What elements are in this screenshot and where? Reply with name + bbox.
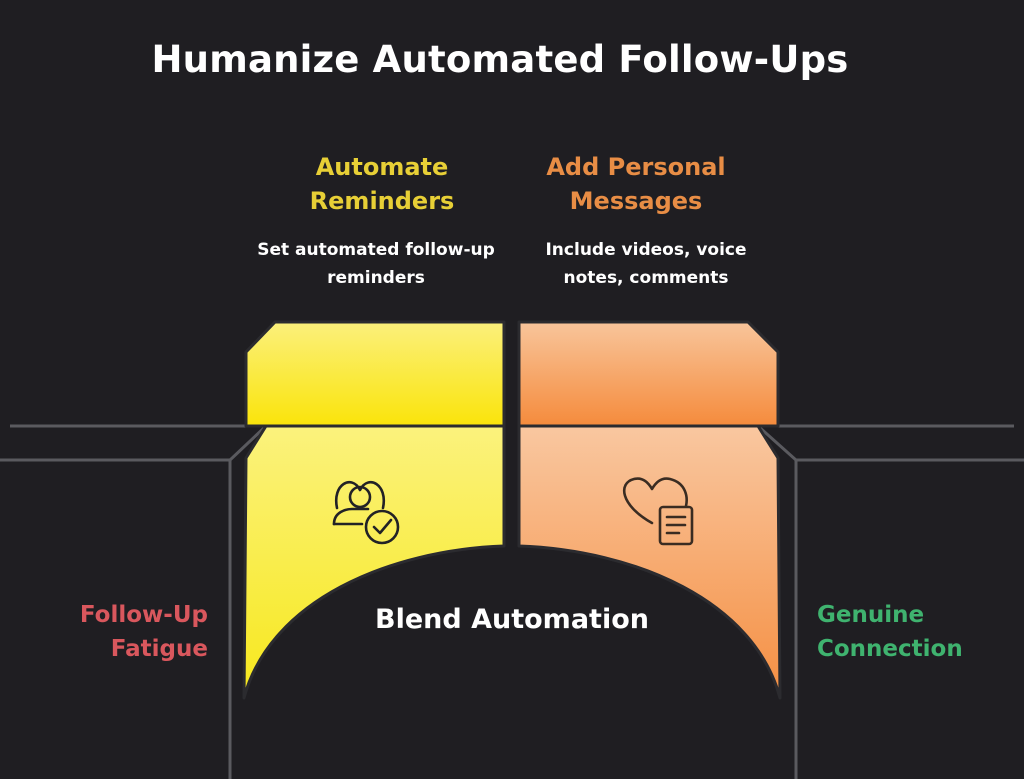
left-wall-line [228,424,268,779]
user-check-icon [332,480,400,545]
right-bottom-block [517,424,782,700]
personal-messages-description: Include videos, voice notes, comments [545,240,747,288]
genuine-connection-label: Genuine Connection [817,602,963,662]
left-bottom-block [242,424,506,700]
blend-automation-label: Blend Automation [375,604,649,635]
guide-lines [0,424,1024,779]
follow-up-fatigue-label: Follow-Up Fatigue [79,602,208,662]
automate-reminders-heading: Automate Reminders [309,153,455,215]
right-wall-line [756,424,798,779]
automate-reminders-description: Set automated follow-up reminders [257,240,495,288]
page-title: Humanize Automated Follow-Ups [151,38,849,81]
left-panel [242,320,506,700]
personal-messages-heading: Add Personal Messages [546,153,726,215]
heart-document-icon [623,477,694,546]
left-top-block [244,320,506,428]
right-panel [517,320,782,700]
right-top-block [517,320,780,428]
